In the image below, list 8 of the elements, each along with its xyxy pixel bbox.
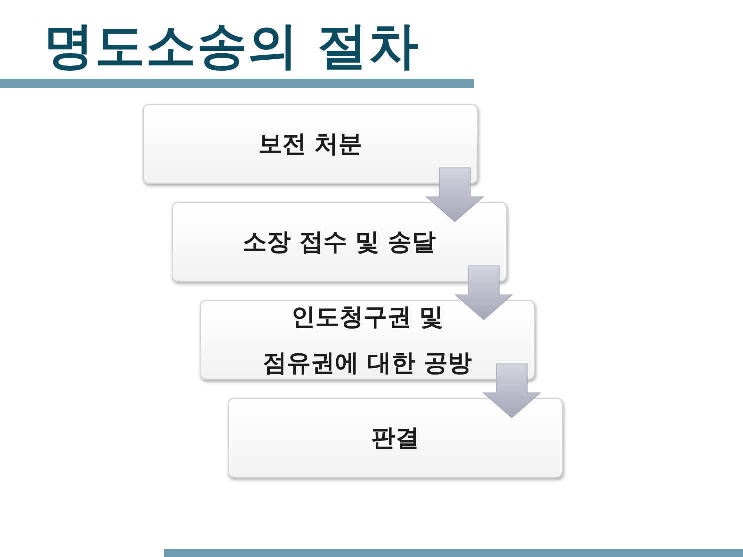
arrow [426, 168, 484, 222]
process-box: 인도청구권 및 점유권에 대한 공방 [200, 300, 535, 380]
title: 명도소송의 절차 [44, 16, 420, 76]
process-box: 보전 처분 [143, 104, 478, 184]
arrow [454, 266, 514, 320]
process-box: 판결 [228, 398, 563, 478]
arrow [482, 364, 542, 418]
process-box: 소장 접수 및 송달 [172, 202, 507, 282]
